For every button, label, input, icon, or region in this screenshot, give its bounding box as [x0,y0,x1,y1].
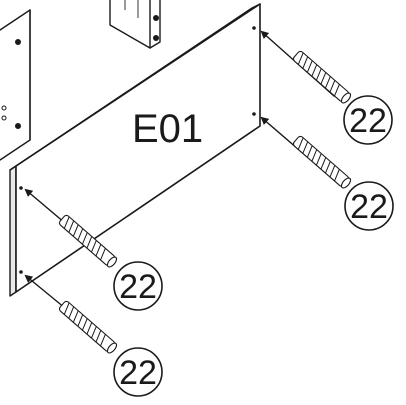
hole-icon [153,35,159,41]
cabinet-fragment [0,0,161,161]
dowel-middle-right [260,116,352,189]
dowel-top-right [260,30,352,104]
hole-icon [15,39,21,45]
panel-e01 [9,3,261,297]
callout-badge: 22 [343,95,393,145]
callout-badge: 22 [113,261,163,311]
callout-number: 22 [349,102,387,140]
callout-number: 22 [350,188,388,226]
callout-number: 22 [119,268,157,306]
panel-label: E01 [132,107,203,151]
dowel-left-upper [24,188,118,268]
hole-icon [153,15,159,21]
hole-icon [15,123,21,129]
callout-badge: 22 [344,181,394,231]
callout-badge: 22 [113,347,163,397]
dowel-left-lower [24,274,118,354]
callout-number: 22 [119,354,157,392]
